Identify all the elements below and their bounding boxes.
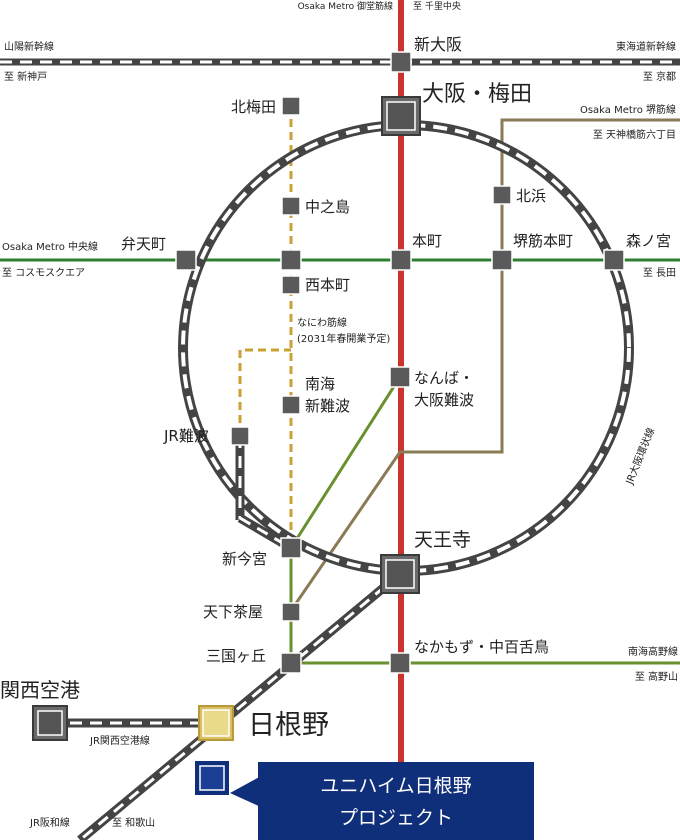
osaka-loop-line — [178, 120, 634, 576]
station-marker-mikunigaoka — [280, 652, 302, 674]
project-title-line1: ユニハイム日根野 — [320, 775, 471, 797]
station-marker-nakamozu — [389, 652, 411, 674]
sakaisuji-line — [288, 118, 680, 613]
station-marker-sakaisujihonmachi — [491, 249, 513, 271]
station-name-nakanoshima: 中之島 — [305, 198, 350, 216]
station-marker-kanku — [32, 705, 68, 741]
station-name-kanku: 関西空港 — [0, 678, 80, 702]
station-marker-bentencho — [175, 249, 197, 271]
label-senri: 至 千里中央 — [413, 0, 461, 12]
station-name-morinomiya: 森ノ宮 — [626, 232, 671, 250]
station-name-namba-2: 大阪難波 — [414, 391, 474, 409]
station-name-jrnamba: JR難波 — [163, 427, 209, 445]
callout-box — [258, 762, 534, 840]
station-name-kitaumeda: 北梅田 — [231, 98, 276, 116]
station-name-shinimamiya: 新今宮 — [222, 550, 267, 568]
station-marker-kitahama — [492, 185, 512, 205]
station-marker-morinomiya — [603, 249, 625, 271]
station-marker-project — [195, 761, 229, 795]
label-chuo-line: Osaka Metro 中央線 — [2, 240, 98, 253]
station-name-namba-1: なんば・ — [414, 369, 474, 387]
station-marker-umeda — [381, 96, 421, 136]
station-marker-shinimamiya — [280, 537, 302, 559]
station-name-hineno: 日根野 — [248, 710, 329, 741]
station-name-bentencho: 弁天町 — [121, 235, 166, 253]
label-shinkobe: 至 新神戸 — [4, 70, 47, 83]
label-midosuji-line: Osaka Metro 御堂筋線 — [298, 0, 393, 12]
naniwasuji-line — [238, 106, 293, 548]
station-marker-nankai-namba — [281, 395, 301, 415]
label-kyoto: 至 京都 — [643, 70, 676, 83]
label-tokaido-line: 東海道新幹線 — [616, 40, 676, 53]
station-marker-namba — [389, 366, 411, 388]
station-marker-nakanoshima — [281, 196, 301, 216]
label-cosmo: 至 コスモスクエア — [2, 267, 85, 279]
station-marker-jrnamba — [230, 426, 250, 446]
label-naniwasuji-line: なにわ筋線 — [297, 316, 347, 329]
station-marker-tennoji — [380, 554, 420, 594]
label-loop-line: JR大阪環状線 — [622, 426, 657, 487]
label-wakayama: 至 和歌山 — [112, 816, 155, 829]
label-koyasan: 至 高野山 — [635, 670, 678, 683]
station-marker-nishihonmachi — [280, 249, 302, 271]
label-tenjin: 至 天神橋筋六丁目 — [593, 128, 676, 141]
label-sanyo-line: 山陽新幹線 — [4, 40, 54, 53]
hanwa-line — [77, 570, 403, 840]
station-name-nankai-namba-1: 南海 — [305, 375, 335, 393]
station-marker-shinosaka — [390, 51, 412, 73]
station-name-nishihonmachi: 西本町 — [305, 276, 350, 294]
station-name-sakaisujihonmachi: 堺筋本町 — [513, 232, 573, 250]
station-name-kitahama: 北浜 — [516, 187, 546, 205]
label-hanwa-line: JR阪和線 — [29, 816, 70, 829]
label-nagata: 至 長田 — [643, 267, 676, 279]
station-name-nakamozu: なかもず・中百舌鳥 — [414, 638, 549, 656]
station-name-honmachi: 本町 — [412, 232, 442, 250]
station-name-nankai-namba-2: 新難波 — [305, 397, 350, 415]
station-name-umeda: 大阪・梅田 — [422, 82, 532, 107]
label-naniwasuji-note: (2031年春開業予定) — [297, 332, 390, 345]
station-marker-nishihonmachi2 — [281, 275, 301, 295]
label-nankai-koya: 南海高野線 — [628, 645, 678, 658]
label-kanku-line: JR関西空港線 — [89, 734, 150, 747]
station-name-mikunigaoka: 三国ヶ丘 — [206, 647, 266, 665]
station-name-shinosaka: 新大阪 — [414, 35, 462, 54]
station-marker-hineno — [198, 705, 234, 741]
station-marker-honmachi — [390, 249, 412, 271]
station-marker-tengachaya — [281, 602, 301, 622]
project-callout: ユニハイム日根野 プロジェクト — [230, 762, 534, 840]
callout-pointer — [230, 775, 263, 808]
label-sakaisuji-line: Osaka Metro 堺筋線 — [580, 103, 676, 116]
station-name-tennoji: 天王寺 — [414, 529, 471, 551]
station-name-tengachaya: 天下茶屋 — [203, 603, 263, 621]
project-title-line2: プロジェクト — [339, 807, 453, 829]
station-marker-kitaumeda — [281, 96, 301, 116]
